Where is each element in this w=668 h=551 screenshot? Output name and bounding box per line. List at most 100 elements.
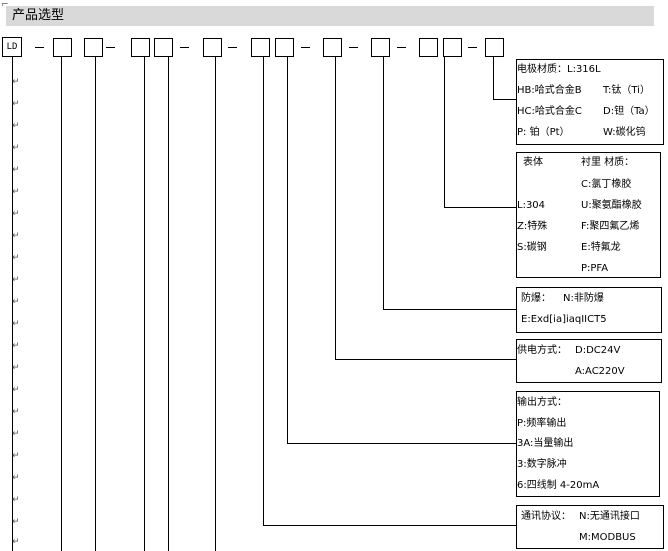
body-label: 表体 — [523, 157, 543, 168]
body-s: S:碳钢 — [517, 242, 547, 253]
connector-output — [287, 56, 288, 443]
power-legend: 供电方式： D:DC24V A:AC220V — [516, 339, 662, 383]
material-ti: T:钛（Ti） — [603, 85, 650, 96]
lining-e: E:特氟龙 — [581, 242, 621, 253]
code-box-2 — [84, 38, 103, 57]
power-d: D:DC24V — [575, 345, 621, 356]
guide-line — [168, 56, 169, 551]
separator-dash — [301, 47, 310, 48]
output-3: 3:数字脉冲 — [517, 459, 567, 470]
material-title: 电极材质：L:316L — [517, 64, 601, 75]
separator-dash — [228, 47, 237, 48]
title-bar: 产品选型 — [6, 6, 654, 26]
code-box-10 — [419, 38, 438, 57]
code-box-4 — [154, 38, 173, 57]
explosion-e: E:Exd[ia]iaqIICT5 — [521, 314, 607, 325]
lining-f: F:聚四氟乙烯 — [581, 221, 640, 232]
connector-protocol — [263, 56, 264, 525]
connector-body — [444, 207, 516, 208]
model-prefix-box: LD — [2, 37, 22, 57]
code-box-12 — [485, 38, 504, 57]
power-a: A:AC220V — [575, 366, 625, 377]
output-p: P:频率输出 — [517, 418, 567, 429]
guide-line — [95, 56, 96, 551]
connector-output — [287, 443, 516, 444]
paragraph-mark: ↵ — [12, 231, 20, 241]
paragraph-mark: ↵ — [12, 537, 20, 547]
output-3a: 3A:当量输出 — [517, 438, 574, 449]
body-lining-legend: 表体 衬里 材质： C:氯丁橡胶 L:304 U:聚氨酯橡胶 Z:特殊 F:聚四… — [516, 152, 661, 278]
guide-line — [12, 56, 13, 551]
connector-power — [335, 56, 336, 359]
paragraph-mark: ↵ — [12, 385, 20, 395]
paragraph-mark: ↵ — [12, 363, 20, 373]
separator-dash — [106, 47, 115, 48]
material-ta: D:钽（Ta） — [603, 106, 655, 117]
explosion-title: 防爆： — [521, 293, 551, 304]
protocol-n: N:无通讯接口 — [579, 511, 640, 522]
paragraph-mark: ↵ — [12, 143, 20, 153]
paragraph-mark: ↵ — [12, 165, 20, 175]
paragraph-mark: ↵ — [12, 319, 20, 329]
paragraph-mark: ↵ — [12, 473, 20, 483]
connector-body — [444, 56, 445, 207]
code-box-1 — [53, 38, 72, 57]
paragraph-mark: ↵ — [12, 451, 20, 461]
lining-pfa: P:PFA — [581, 263, 609, 274]
paragraph-mark: ↵ — [12, 341, 20, 351]
code-box-9 — [371, 38, 390, 57]
separator-dash — [180, 47, 189, 48]
code-box-6 — [251, 38, 270, 57]
paragraph-mark: ↵ — [12, 209, 20, 219]
connector-protocol — [263, 525, 516, 526]
protocol-m: M:MODBUS — [579, 532, 636, 543]
output-title: 输出方式： — [517, 397, 567, 408]
separator-dash — [35, 47, 44, 48]
connector-explosion — [383, 56, 384, 309]
output-6: 6:四线制 4-20mA — [517, 480, 600, 491]
connector-material — [493, 99, 516, 100]
output-legend: 输出方式： P:频率输出 3A:当量输出 3:数字脉冲 6:四线制 4-20mA — [516, 391, 660, 497]
body-304: L:304 — [517, 200, 546, 211]
model-prefix: LD — [6, 42, 18, 52]
lining-c: C:氯丁橡胶 — [581, 179, 632, 190]
explosion-n: N:非防爆 — [563, 293, 604, 304]
paragraph-mark: ↵ — [12, 297, 20, 307]
paragraph-mark: ↵ — [12, 187, 20, 197]
code-box-11 — [443, 38, 462, 57]
code-box-5 — [203, 38, 222, 57]
power-title: 供电方式： — [517, 345, 567, 356]
paragraph-mark: ↵ — [12, 517, 20, 527]
guide-line — [144, 56, 145, 551]
paragraph-mark: ↵ — [12, 407, 20, 417]
corner-mark: ⌐ — [1, 0, 9, 10]
code-box-7 — [275, 38, 294, 57]
paragraph-mark: ↵ — [12, 495, 20, 505]
body-z: Z:特殊 — [517, 221, 548, 232]
material-hc: HC:哈式合金C — [517, 106, 582, 117]
code-box-8 — [323, 38, 342, 57]
connector-material — [493, 56, 494, 99]
material-w: W:碳化钨 — [603, 127, 646, 138]
material-pt: P: 铂（Pt） — [517, 127, 570, 138]
material-hb: HB:哈式合金B — [517, 85, 582, 96]
page-title: 产品选型 — [12, 8, 65, 23]
lining-label: 衬里 材质： — [581, 157, 635, 168]
explosion-legend: 防爆： N:非防爆 E:Exd[ia]iaqIICT5 — [516, 287, 662, 333]
separator-dash — [397, 47, 406, 48]
protocol-title: 通讯协议： — [521, 511, 571, 522]
guide-line — [215, 56, 216, 551]
connector-power — [335, 359, 516, 360]
protocol-legend: 通讯协议： N:无通讯接口 M:MODBUS — [516, 505, 664, 549]
material-legend: 电极材质：L:316L HB:哈式合金B T:钛（Ti） HC:哈式合金C D:… — [516, 59, 664, 145]
code-box-3 — [131, 38, 150, 57]
separator-dash — [468, 47, 477, 48]
paragraph-mark: ↵ — [12, 429, 20, 439]
connector-explosion — [383, 309, 516, 310]
paragraph-mark: ↵ — [12, 121, 20, 131]
paragraph-mark: ↵ — [12, 275, 20, 285]
paragraph-mark: ↵ — [12, 253, 20, 263]
guide-line — [61, 56, 62, 551]
separator-dash — [349, 47, 358, 48]
paragraph-mark: ↵ — [12, 99, 20, 109]
